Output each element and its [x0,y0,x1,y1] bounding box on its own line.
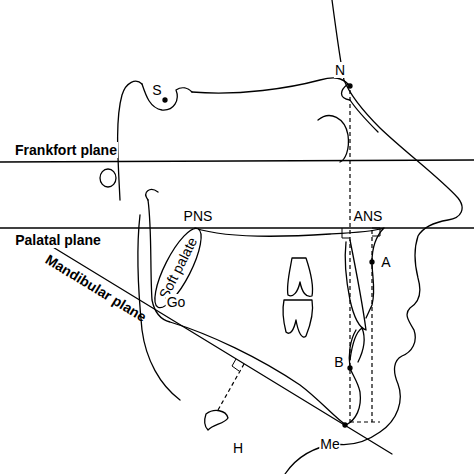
point-label: ANS [353,208,384,224]
point-label: Go [166,294,187,310]
lower-incisor [350,328,364,362]
right-angle-mark [342,228,350,238]
upper-incisor [345,240,366,330]
point-label: A [380,254,391,270]
clivus-outline [118,81,142,200]
nasion-point [348,84,352,88]
mandibular-plane-line [38,238,392,454]
palatal-plane-line [0,227,474,228]
hyoid-perpendicular [218,364,244,410]
nasal-bone [342,84,379,132]
point-label: B [333,354,344,370]
point-label: Frankfort plane [14,142,118,158]
sella-turcica [142,84,192,110]
upper-molar [287,258,312,296]
menton-point [343,423,347,427]
right-angle-mark [232,359,239,371]
condyle [146,190,158,200]
sella-point [163,98,167,102]
orbit-outline [318,116,348,162]
point-label: S [151,82,162,98]
point-label: Mandibular plane [42,251,150,326]
lower-molar [283,300,313,337]
anterior-cranial-base [192,78,348,93]
point-label: Me [319,436,340,452]
frankfort-plane-line [0,160,474,162]
right-angle-mark [372,228,380,236]
nasion-perpendicular [349,90,350,422]
point-label: PNS [183,208,214,224]
soft-palate-outline [146,223,209,313]
porion [100,169,116,187]
point-label: N [334,62,346,78]
point-label: H [232,440,244,456]
a-point-vertical [371,230,372,422]
soft-tissue-profile [332,0,462,445]
menton-horizontal [350,421,380,422]
hyoid-bone [205,411,228,430]
point-label: Palatal plane [14,232,102,248]
mandible-outline [148,200,360,425]
maxilla-outline [195,228,384,318]
